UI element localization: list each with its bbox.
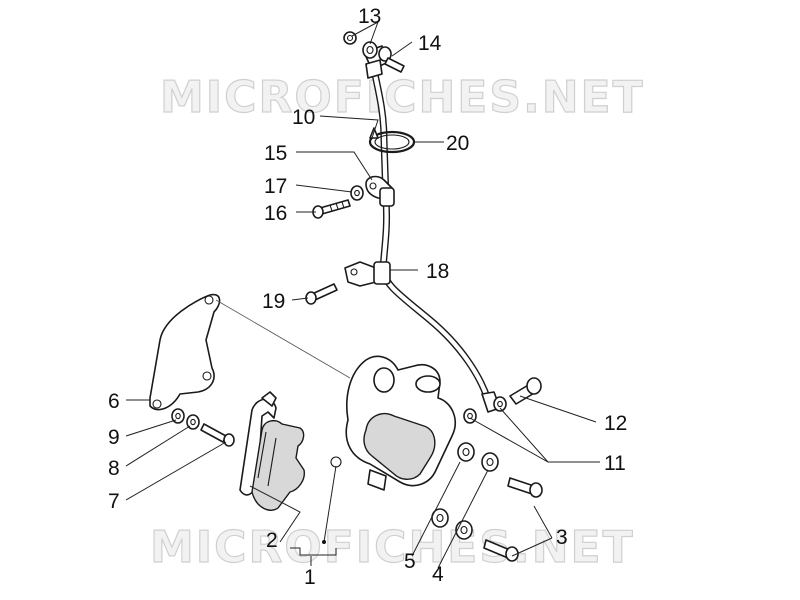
callout-15: 15 [264,142,287,165]
bolt-7[interactable] [200,423,235,447]
callout-7: 7 [108,490,120,513]
callout-labels: 13 14 10 20 15 17 16 18 19 6 9 8 7 12 11… [108,5,627,589]
callout-16: 16 [264,202,287,225]
bolt-16[interactable] [312,199,351,219]
caliper-bolt-3[interactable] [483,477,543,562]
callout-20: 20 [446,132,469,155]
callout-9: 9 [108,426,120,449]
caliper-bracket-6[interactable] [149,293,221,411]
washer-17[interactable] [350,185,364,201]
hose-bracket-18[interactable] [344,261,391,287]
callout-18: 18 [426,260,449,283]
hose-clamp-20[interactable] [368,127,416,154]
callout-11: 11 [604,452,626,475]
washer-5[interactable] [431,442,475,528]
callout-2: 2 [266,529,278,552]
hose-bracket-15[interactable] [365,175,395,207]
callout-3: 3 [556,526,568,549]
callout-19: 19 [262,290,285,313]
washer-9[interactable] [171,408,185,424]
callout-12: 12 [604,412,627,435]
watermark-bottom: MICROFICHES.NET [150,522,635,573]
callout-14: 14 [418,32,442,55]
callout-8: 8 [108,457,120,480]
callout-10: 10 [292,106,315,129]
banjo-bolt-14[interactable] [378,46,405,73]
callout-5: 5 [404,550,416,573]
brake-pads-2[interactable] [239,391,305,511]
banjo-bolt-12[interactable] [509,377,542,405]
callout-13: 13 [358,5,381,28]
watermark-top: MICROFICHES.NET [160,72,645,123]
callout-1: 1 [304,566,316,589]
leader-lines [125,21,600,569]
callout-17: 17 [264,175,287,198]
bolt-19[interactable] [305,283,338,305]
callout-6: 6 [108,390,120,413]
washer-13[interactable] [343,31,378,59]
callout-4: 4 [432,563,444,586]
brake-caliper-body[interactable] [330,355,456,491]
washer-8[interactable] [186,414,200,430]
